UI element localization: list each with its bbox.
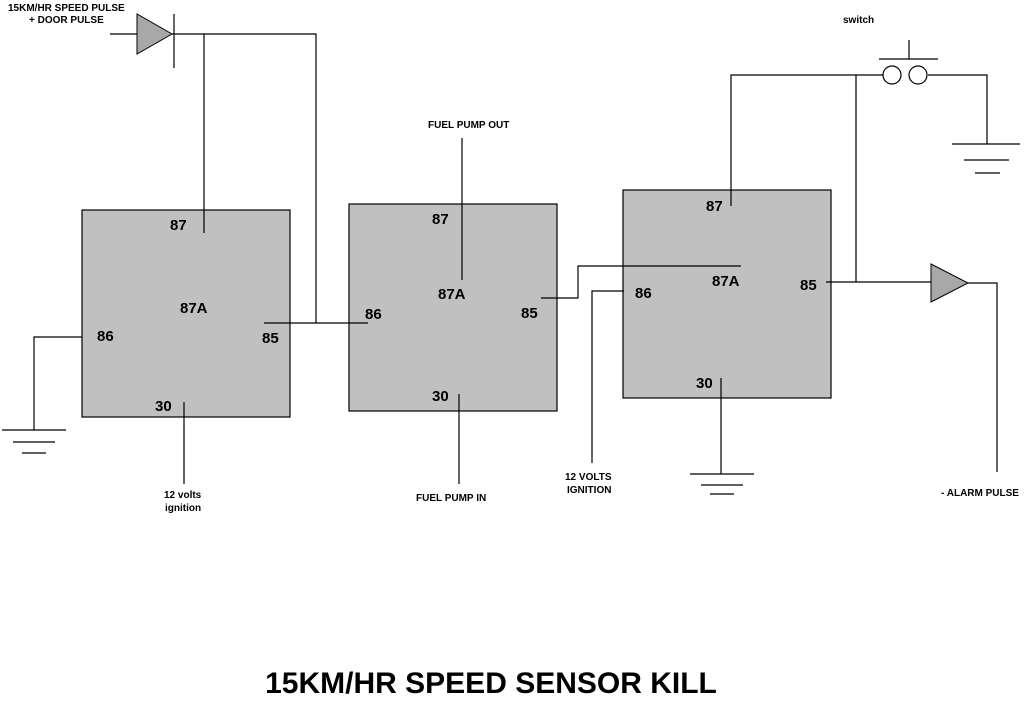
- push-switch-icon: [879, 40, 938, 85]
- relay1-pin-30: 30: [155, 398, 172, 415]
- ignition-label-3-line1: 12 VOLTS: [565, 472, 612, 483]
- switch-ground-wire: [928, 74, 988, 144]
- speed-pulse-label-line2: + DOOR PULSE: [29, 15, 104, 26]
- fuel-pump-out-label: FUEL PUMP OUT: [428, 120, 509, 131]
- relay-2: [348, 203, 558, 412]
- relay2-pin-30: 30: [432, 388, 449, 405]
- speed-pulse-label-line1: 15KM/HR SPEED PULSE: [8, 3, 125, 14]
- relay3-87-switch-wire: [730, 74, 883, 206]
- alarm-pulse-label: - ALARM PULSE: [941, 488, 1019, 499]
- relay1-pin-85: 85: [262, 330, 279, 347]
- relay1-pin-87a: 87A: [180, 300, 208, 317]
- relay3-pin-86: 86: [635, 285, 652, 302]
- alarm-pulse-output-wire: [968, 282, 998, 472]
- ground-icon-relay1: [2, 429, 66, 454]
- relay3-86-ignition-wire: [591, 290, 624, 463]
- ground-icon-switch: [952, 143, 1020, 174]
- switch-label: switch: [843, 15, 874, 26]
- ignition-label-1-line2: ignition: [165, 503, 201, 514]
- relay2-pin-85: 85: [521, 305, 538, 322]
- speed-pulse-diode-icon: [136, 13, 174, 55]
- relay1-86-ground-wire: [33, 336, 82, 430]
- ignition-label-1-line1: 12 volts: [164, 490, 202, 501]
- ignition-label-3-line2: IGNITION: [567, 485, 611, 496]
- relay3-pin-87: 87: [706, 198, 723, 215]
- diagram-title: 15KM/HR SPEED SENSOR KILL: [265, 667, 717, 700]
- ground-icon-relay3: [690, 473, 754, 495]
- relay2-pin-87a: 87A: [438, 286, 466, 303]
- alarm-amplifier-icon: [930, 263, 970, 303]
- relay2-pin-87: 87: [432, 211, 449, 228]
- relay3-pin-85: 85: [800, 277, 817, 294]
- relay-3: [622, 189, 832, 399]
- relay3-pin-87a: 87A: [712, 273, 740, 290]
- diode-output-wire: [172, 33, 317, 323]
- relay-1: [81, 209, 291, 418]
- relay2-pin-86: 86: [365, 306, 382, 323]
- relay1-pin-86: 86: [97, 328, 114, 345]
- fuel-pump-in-label: FUEL PUMP IN: [416, 493, 486, 504]
- relay1-pin-87: 87: [170, 217, 187, 234]
- relay3-pin-30: 30: [696, 375, 713, 392]
- relay2-85-to-relay3-87a-wire: [541, 265, 741, 299]
